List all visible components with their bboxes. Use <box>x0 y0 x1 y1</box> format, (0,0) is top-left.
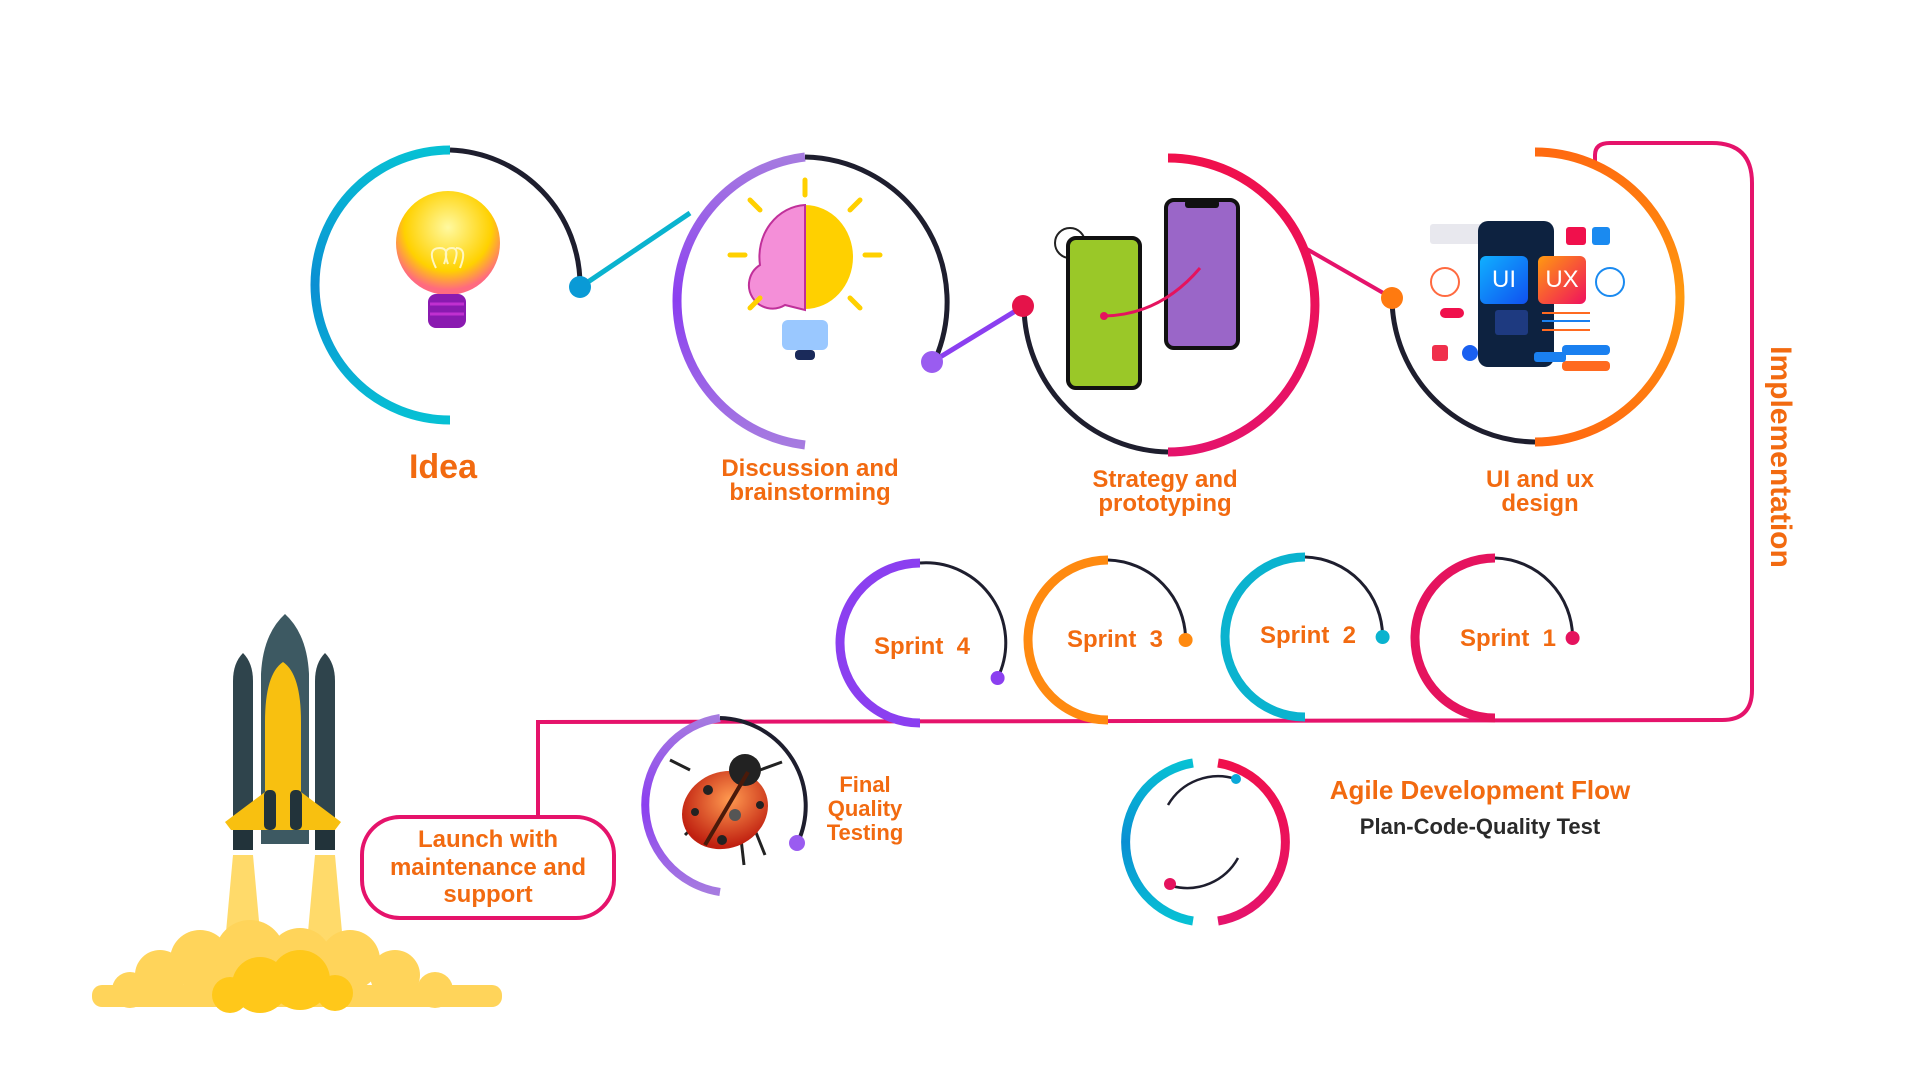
launch-box: Launch with maintenance and support <box>360 815 616 920</box>
phones-prototype-icon <box>1054 198 1240 390</box>
brain-lightbulb-icon <box>727 177 883 360</box>
sprint-ring-4 <box>835 558 1008 728</box>
uiux-node-dot <box>1381 287 1403 309</box>
sprint-arc-colored <box>1220 552 1306 722</box>
sprint-ring-2 <box>1220 552 1390 722</box>
label-line: Testing <box>826 820 904 846</box>
lightbulb-icon <box>396 191 500 328</box>
label-line: support <box>443 881 533 909</box>
space-shuttle-icon <box>92 614 502 1013</box>
sprint-label-3: Sprint 3 <box>1066 626 1163 653</box>
stage-label-uiux: UI and ux design <box>1410 468 1670 516</box>
label-line: Final <box>839 772 891 797</box>
agile-cycle-icon <box>1121 758 1290 926</box>
discussion-node-dot <box>921 351 943 373</box>
sprint-label-1: Sprint 1 <box>1459 625 1556 652</box>
label-line: maintenance and <box>389 853 587 881</box>
sprint-arc-dark <box>1304 555 1385 638</box>
sprint-arc-dark <box>1494 556 1575 639</box>
label-line: prototyping <box>1098 490 1232 517</box>
connector-discussion-strategy <box>930 304 1024 365</box>
label-line: design <box>1501 490 1579 517</box>
stage-label-discussion: Discussion and brainstorming <box>680 457 940 505</box>
connector-strategy-uiux <box>1304 246 1393 300</box>
testing-label: Final Quality Testing <box>810 772 920 846</box>
stage-label-idea: Idea <box>408 448 478 486</box>
label-line: UI and ux <box>1485 466 1594 493</box>
label-line: Discussion and <box>721 455 899 482</box>
agile-subtitle: Plan-Code-Quality Test <box>1359 814 1601 839</box>
stage-idea-ring <box>310 145 591 425</box>
label-line: Strategy and <box>1092 466 1238 493</box>
stage-strategy-ring <box>1012 153 1320 457</box>
label-line: Launch with <box>418 826 558 854</box>
implementation-path <box>536 141 1754 815</box>
stage-label-strategy: Strategy and prototyping <box>1035 468 1295 516</box>
ui-chip: UI <box>1480 256 1528 304</box>
stage-testing-ring <box>641 714 808 896</box>
stage-uiux-ring <box>1381 147 1685 447</box>
sprint-arc-dark <box>1107 558 1188 641</box>
sprint-node-dot <box>990 671 1005 685</box>
testing-node-dot <box>789 835 805 851</box>
ux-chip: UX <box>1538 256 1586 304</box>
stage-discussion-ring <box>672 152 950 450</box>
sprint-arc-colored <box>835 558 921 728</box>
sprint-ring-3 <box>1023 555 1193 725</box>
strategy-node-dot <box>1012 295 1034 317</box>
implementation-label: Implementation <box>1764 346 1797 568</box>
label-line: Quality <box>827 796 903 822</box>
sprint-node-dot <box>1178 633 1193 647</box>
sprint-node-dot <box>1565 631 1580 645</box>
sprint-node-dot <box>1375 630 1390 644</box>
agile-title: Agile Development Flow <box>1329 775 1631 805</box>
ladybug-icon <box>669 754 783 866</box>
sprint-arc-dark <box>919 561 1008 679</box>
sprint-ring-1 <box>1410 553 1580 723</box>
idea-node-dot <box>569 276 591 298</box>
connector-idea-discussion <box>580 210 692 289</box>
sprint-arc-colored <box>1410 553 1496 723</box>
sprint-arc-colored <box>1023 555 1109 725</box>
sprint-label-2: Sprint 2 <box>1259 622 1356 649</box>
label-line: brainstorming <box>729 479 891 506</box>
sprint-label-4: Sprint 4 <box>873 633 970 660</box>
